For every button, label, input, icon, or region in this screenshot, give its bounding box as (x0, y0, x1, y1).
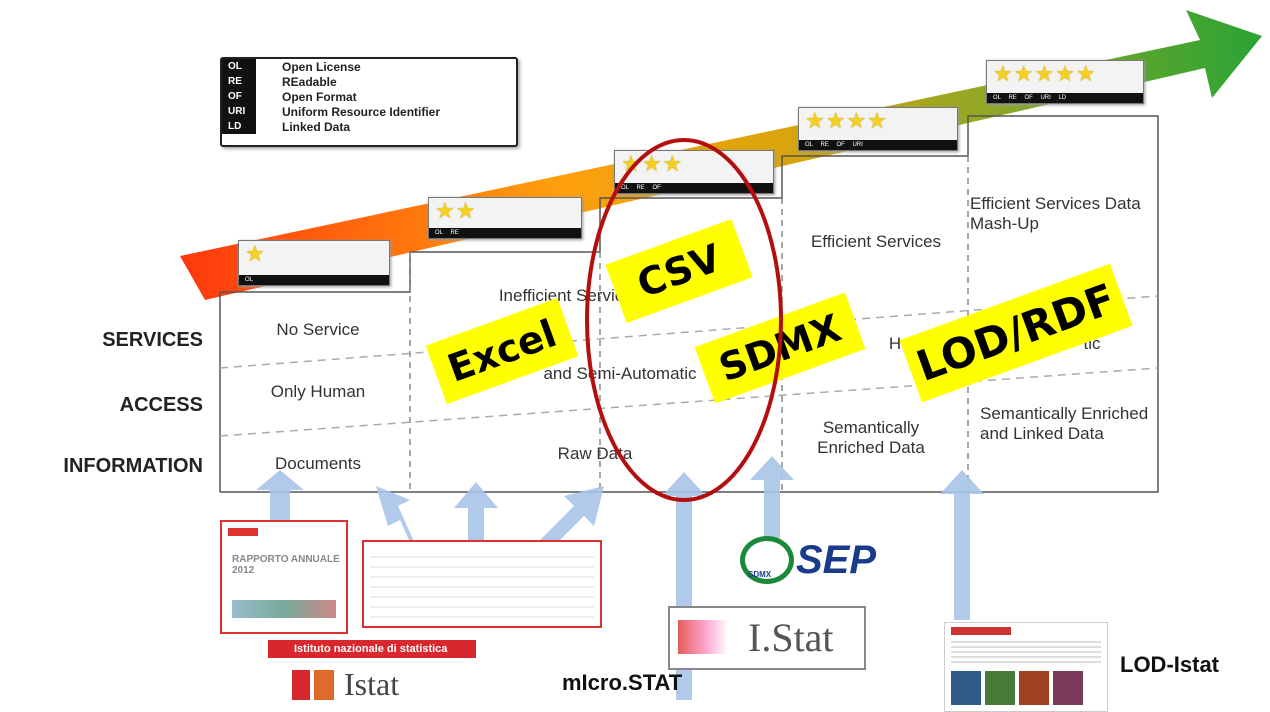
legend-code: OF (222, 89, 256, 104)
row-label-services: SERVICES (102, 329, 203, 351)
legend-row: OF Open Format (222, 89, 516, 104)
badge-four-stars: ★★★★ OL RE OF URI (798, 107, 958, 151)
cell-h-partial: H (888, 334, 902, 353)
cell-raw-data: Raw Data (557, 444, 633, 463)
sep-logo: SDMX SEP (740, 532, 890, 592)
cell-semantically-enriched: Semantically Enriched Data (817, 418, 925, 457)
cell-semantic-linked: Semantically Enriched and Linked Data (980, 404, 1149, 443)
legend-row: URI Uniform Resource Identifier (222, 104, 516, 119)
legend-label: Linked Data (282, 119, 351, 134)
legend-row: LD Linked Data (222, 119, 516, 134)
cell-only-human: Only Human (270, 382, 366, 401)
star-icon: ★★ (435, 198, 477, 223)
badge-five-stars: ★★★★★ OL RE OF URI LD (986, 60, 1144, 104)
badge-codes: OL RE (429, 228, 581, 238)
star-icon: ★★★★ (805, 108, 888, 133)
people-icon (678, 620, 728, 654)
istat-stat-text: I.Stat (748, 615, 834, 660)
microstat-label: mIcro.STAT (562, 670, 683, 695)
legend-label: Uniform Resource Identifier (282, 104, 441, 119)
legend-code: OL (222, 59, 256, 74)
legend-label: Open License (282, 59, 361, 74)
sdmx-icon (740, 536, 794, 584)
badge-one-star: ★ OL (238, 240, 390, 286)
legend-row: RE REadable (222, 74, 516, 89)
cell-efficient-mashup: Efficient Services Data Mash-Up (970, 194, 1141, 233)
legend-label: REadable (282, 74, 337, 89)
badge-two-stars: ★★ OL RE (428, 197, 582, 239)
istat-stat-logo[interactable]: I.Stat (668, 606, 866, 670)
badge-codes: OL RE OF URI (799, 140, 957, 150)
cell-semi-automatic: and Semi-Automatic (543, 364, 697, 383)
row-label-access: ACCESS (119, 394, 203, 416)
badge-codes: OL (239, 275, 389, 285)
star-icon: ★ (245, 241, 266, 266)
legend-code: URI (222, 104, 256, 119)
cell-inefficient-services: Inefficient Services (498, 286, 642, 305)
legend-code: RE (222, 74, 256, 89)
sep-text: SEP (796, 538, 877, 582)
data-table-thumbnail[interactable] (362, 540, 602, 628)
star-icon: ★★★★★ (993, 61, 1097, 86)
badge-codes: OL RE OF (615, 183, 773, 193)
cell-no-service: No Service (276, 320, 360, 339)
istat-banner: Istituto nazionale di statistica (268, 640, 476, 658)
istat-logo-block: Istituto nazionale di statistica Istat (268, 640, 476, 710)
report-title: RAPPORTO ANNUALE 2012 (232, 554, 340, 576)
legend-label: Open Format (282, 89, 357, 104)
badge-codes: OL RE OF URI LD (987, 93, 1143, 103)
istat-logo-text: Istat (344, 666, 400, 702)
lod-istat-label: LOD-Istat (1120, 652, 1219, 677)
legend-code: LD (222, 119, 256, 134)
istat-report-thumbnail[interactable]: RAPPORTO ANNUALE 2012 (220, 520, 348, 634)
cell-documents: Documents (275, 454, 361, 473)
sdmx-small-label: SDMX (748, 570, 772, 579)
cell-efficient-services: Efficient Services (810, 232, 942, 251)
row-label-information: INFORMATION (63, 455, 203, 477)
legend-row: OL Open License (222, 59, 516, 74)
lod-istat-thumbnail[interactable] (944, 622, 1108, 712)
